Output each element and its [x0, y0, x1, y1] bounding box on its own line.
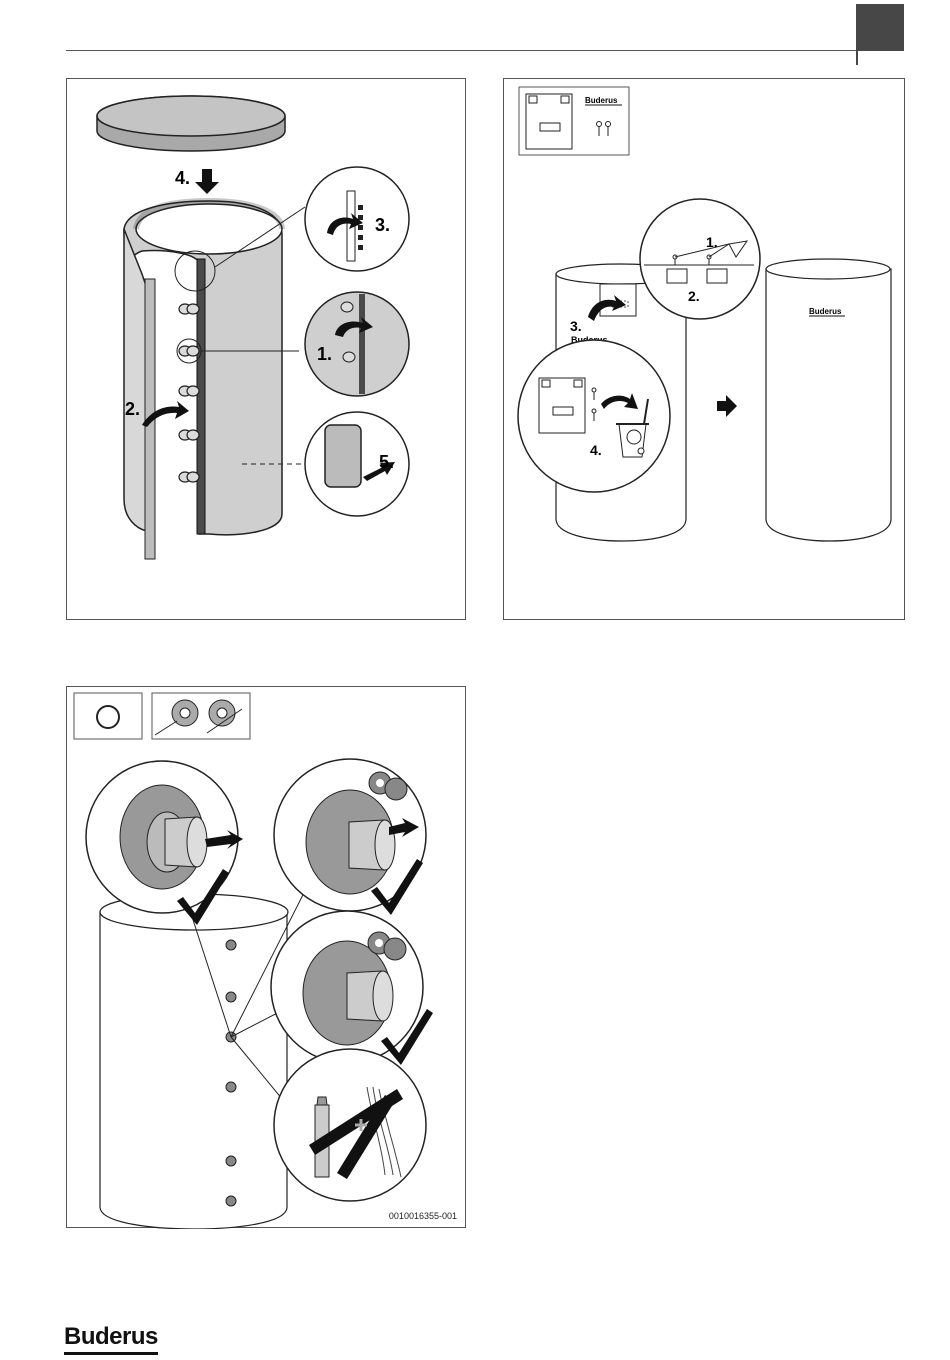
step-5-label: 5.: [379, 452, 394, 472]
chapter-tab: [856, 4, 904, 51]
step-2-label: 2.: [125, 399, 140, 419]
insulation-assembly-drawing: 4. 2. 3.: [67, 79, 467, 621]
step-4-label: 4.: [175, 168, 190, 188]
label-replacement-drawing: Buderus 3. Buderus 1. 2.: [504, 79, 906, 621]
step-1-kit-label: 1.: [706, 234, 718, 250]
header-rule: [66, 50, 904, 51]
figure-id: 0010016355-001: [389, 1211, 457, 1221]
step-4-kit-label: 4.: [590, 442, 602, 458]
kit-brand-label: Buderus: [585, 96, 618, 105]
tank-brand-label: Buderus: [809, 307, 842, 316]
figure-sealing-connections: 0010016355-001: [66, 686, 466, 1228]
header-tick: [856, 51, 858, 65]
sealing-connections-drawing: [67, 687, 467, 1229]
step-3-label: 3.: [375, 215, 390, 235]
figure-label-replacement: Buderus 3. Buderus 1. 2.: [503, 78, 905, 620]
step-1-label: 1.: [317, 344, 332, 364]
footer-logo: Buderus: [64, 1323, 158, 1351]
step-2-kit-label: 2.: [688, 288, 700, 304]
figure-insulation-assembly: 4. 2. 3.: [66, 78, 466, 620]
step-3-kit-label: 3.: [570, 318, 582, 334]
